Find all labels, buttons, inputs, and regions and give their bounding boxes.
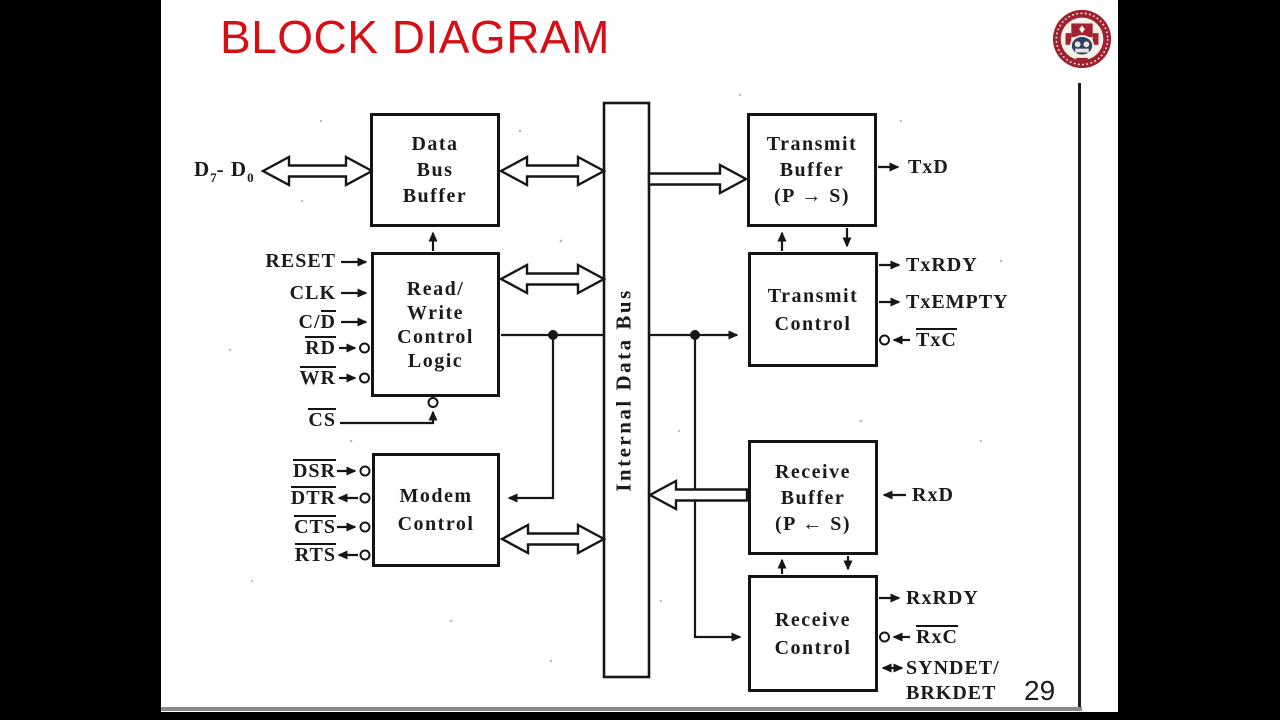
bubble-rts	[359, 549, 371, 561]
wire-cs	[340, 410, 438, 425]
d7d0-base2: D	[230, 157, 248, 181]
box-line: Buffer	[779, 159, 845, 181]
label-txc: TxC	[916, 328, 957, 351]
label-rts: RTS	[294, 543, 336, 566]
c-d-overbar: D	[320, 310, 336, 333]
d7d0-base1: D	[194, 157, 211, 181]
arrow-rwc-bus	[498, 262, 607, 296]
box-line: (P → S)	[773, 185, 851, 207]
box-read-write-control-logic: Read/ Write Control Logic	[371, 252, 500, 397]
internal-data-bus	[602, 101, 651, 679]
arrow-d7d0-dbb	[260, 154, 375, 188]
label-rxrdy: RxRDY	[906, 587, 979, 609]
bubble-rxc	[879, 631, 890, 643]
junction-dot	[548, 330, 558, 340]
cs-overbar: CS	[308, 408, 336, 431]
box-line: Control	[774, 636, 852, 659]
box-modem-control: Modem Control	[372, 453, 500, 567]
txc-overbar: TxC	[916, 328, 957, 351]
institution-logo	[1052, 9, 1112, 69]
arrow-modem-bus	[499, 522, 607, 556]
bottom-letterbox-bar	[0, 712, 1280, 720]
label-reset: RESET	[265, 250, 336, 272]
left-letterbox-bar	[0, 0, 161, 720]
rts-overbar: RTS	[294, 543, 336, 566]
box-line: Transmit	[767, 284, 859, 307]
box-line: Buffer	[780, 486, 846, 509]
box-line: Transmit	[766, 133, 858, 155]
internal-data-bus-label: Internal Data Bus	[611, 288, 636, 492]
label-txrdy: TxRDY	[906, 254, 978, 276]
box-receive-buffer: Receive Buffer (P ← S)	[748, 440, 878, 555]
label-cs: CS	[308, 408, 336, 431]
scan-noise	[228, 93, 1003, 663]
label-cts: CTS	[294, 515, 336, 538]
label-syndet: SYNDET/	[906, 657, 1000, 679]
bubble-cs	[427, 397, 439, 408]
wire-branch-modem	[507, 335, 555, 503]
junction-dot	[690, 330, 700, 340]
label-c-dbar: C/D	[299, 310, 336, 333]
box-line: (P ← S)	[774, 512, 852, 535]
bubble-rd	[359, 342, 370, 354]
scan-border-right	[1078, 83, 1081, 711]
page-title: BLOCK DIAGRAM	[220, 11, 610, 63]
rxc-overbar: RxC	[916, 625, 958, 648]
box-transmit-buffer: Transmit Buffer (P → S)	[747, 113, 877, 227]
label-txd: TxD	[908, 156, 949, 178]
right-letterbox-bar	[1118, 0, 1280, 720]
bubble-cts	[359, 521, 371, 533]
c-d-plain: C/	[298, 311, 321, 333]
arrow-bus-txbuffer	[647, 162, 749, 196]
dtr-overbar: DTR	[290, 486, 336, 509]
bubble-txc	[879, 334, 890, 346]
label-rxc: RxC	[916, 625, 958, 648]
label-txempty: TxEMPTY	[906, 291, 1009, 313]
label-rd: RD	[305, 336, 336, 359]
d7d0-sub1: 7	[210, 170, 217, 185]
box-line: Modem	[399, 485, 473, 507]
arrow-rxbuffer-bus	[647, 478, 749, 512]
box-line: Control	[774, 312, 852, 335]
box-line: Bus	[416, 159, 454, 181]
box-line: Write	[406, 301, 465, 324]
label-rxd: RxD	[912, 484, 954, 506]
label-dtr: DTR	[290, 486, 336, 509]
d7d0-sub2: 0	[247, 170, 254, 185]
bubble-wr	[359, 372, 370, 384]
box-line: Data	[411, 133, 459, 155]
box-receive-control: Receive Control	[748, 575, 878, 692]
label-d7-d0: D7- D0	[194, 158, 254, 189]
box-line: Receive	[774, 608, 851, 631]
box-transmit-control: Transmit Control	[748, 252, 878, 367]
box-line: Control	[397, 513, 475, 535]
cts-overbar: CTS	[294, 515, 336, 538]
box-line: Receive	[774, 460, 851, 483]
arrow-dbb-bus	[498, 154, 607, 188]
box-line: Logic	[407, 349, 464, 372]
bubble-dsr	[359, 465, 371, 477]
label-wr: WR	[299, 366, 336, 389]
label-brkdet: BRKDET	[906, 682, 997, 704]
page-number: 29	[1024, 675, 1056, 706]
wr-overbar: WR	[299, 366, 336, 389]
label-clk: CLK	[289, 282, 336, 304]
box-data-bus-buffer: Data Bus Buffer	[370, 113, 500, 227]
dsr-overbar: DSR	[292, 459, 336, 482]
scan-border-bottom	[161, 707, 1082, 711]
bubble-dtr	[359, 492, 371, 504]
wire-branch-receive	[693, 335, 742, 642]
label-dsr: DSR	[292, 459, 336, 482]
d7d0-sep: -	[216, 157, 231, 181]
rd-overbar: RD	[305, 336, 336, 359]
box-line: Control	[397, 325, 474, 348]
box-line: Buffer	[402, 185, 468, 207]
box-line: Read/	[406, 277, 465, 300]
